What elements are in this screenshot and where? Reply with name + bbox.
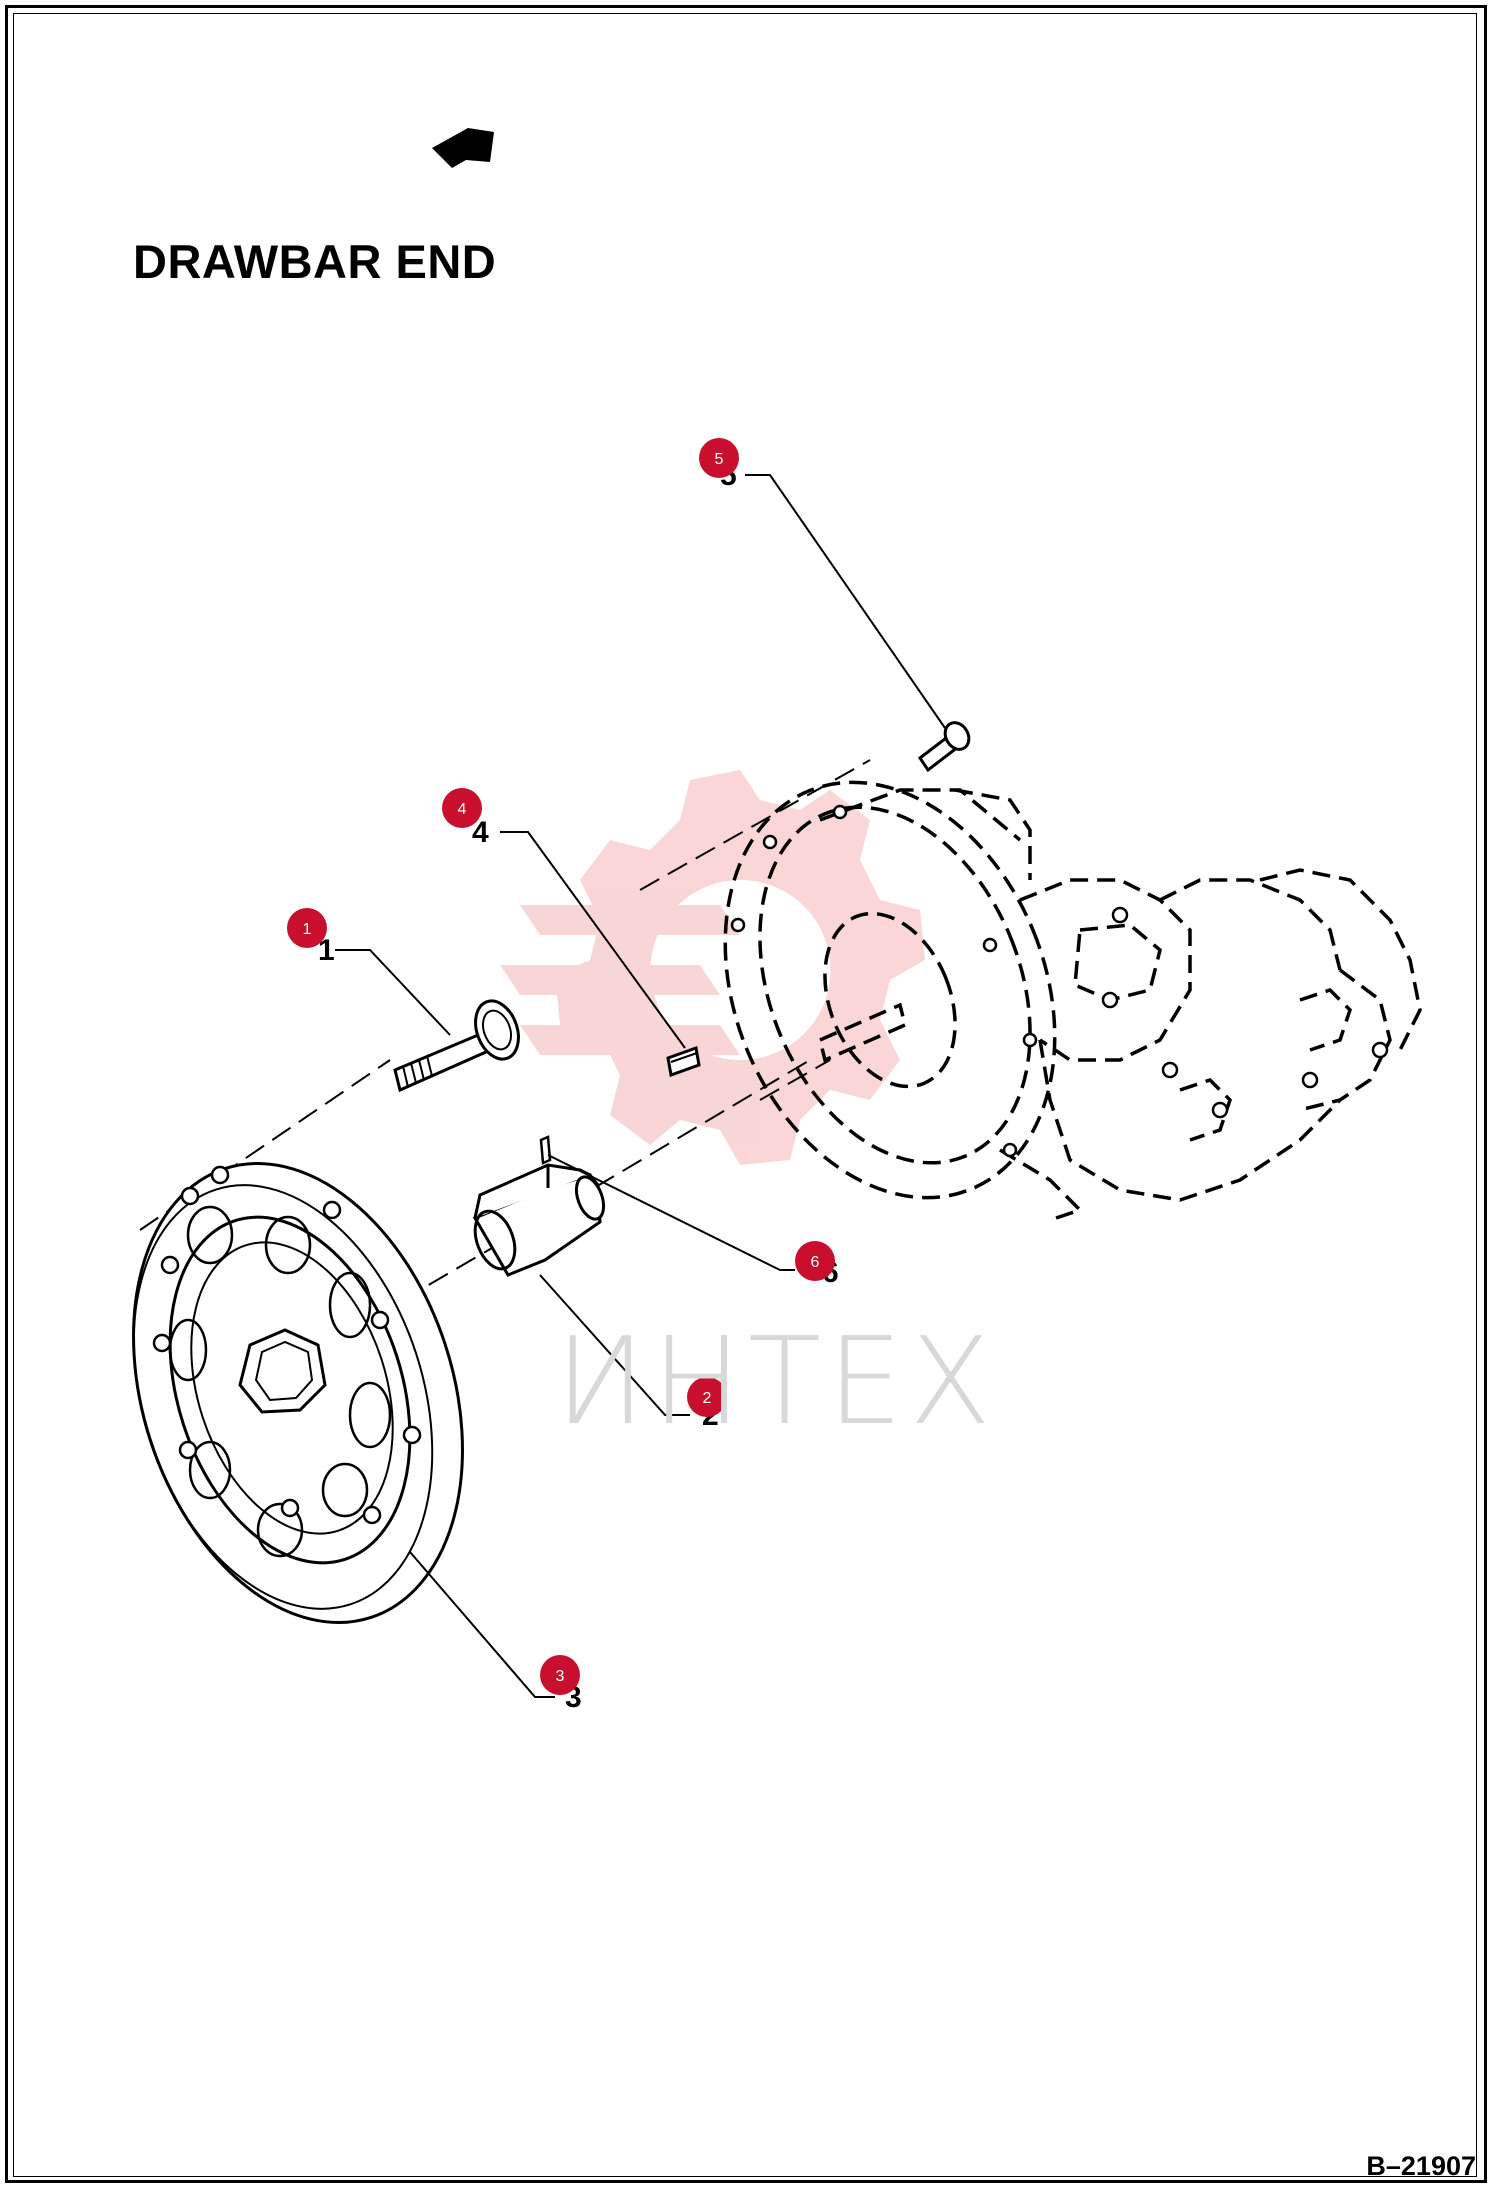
callout-badge-2[interactable]: 2 <box>687 1377 727 1417</box>
hex-coupling <box>472 1163 606 1277</box>
arrow-icon <box>432 128 494 168</box>
leader-lines <box>335 474 946 1698</box>
pump-assembly <box>723 780 1422 1222</box>
page-border <box>5 5 1487 2183</box>
cap-screw <box>917 721 971 773</box>
hub-flange <box>132 1161 464 1625</box>
callout-badge-4[interactable]: 4 <box>442 788 482 828</box>
watermark-text: ИНТЕХ <box>555 1313 998 1452</box>
svg-text:4: 4 <box>458 801 467 818</box>
part-number-1: 1 <box>318 934 335 967</box>
pump-assembly-details <box>730 804 1389 1158</box>
document-number: B–21907 <box>1366 2151 1476 2181</box>
set-screw <box>539 1135 552 1165</box>
callout-badge-1[interactable]: 1 <box>287 908 327 948</box>
callout-badge-6[interactable]: 6 <box>795 1241 835 1281</box>
callout-badges: 1 2 3 4 5 6 <box>287 438 835 1695</box>
part-number-4: 4 <box>472 816 489 849</box>
svg-text:6: 6 <box>811 1254 820 1271</box>
svg-text:1: 1 <box>303 921 312 938</box>
bolt <box>393 999 520 1093</box>
page-inner-border <box>13 13 1477 2177</box>
key <box>666 1045 701 1078</box>
callout-badge-5[interactable]: 5 <box>699 438 739 478</box>
page-title: DRAWBAR END <box>133 235 497 288</box>
svg-text:5: 5 <box>715 451 724 468</box>
svg-text:3: 3 <box>556 1668 565 1685</box>
watermark-logo <box>500 770 925 1165</box>
svg-text:2: 2 <box>703 1390 712 1407</box>
callout-badge-3[interactable]: 3 <box>540 1655 580 1695</box>
